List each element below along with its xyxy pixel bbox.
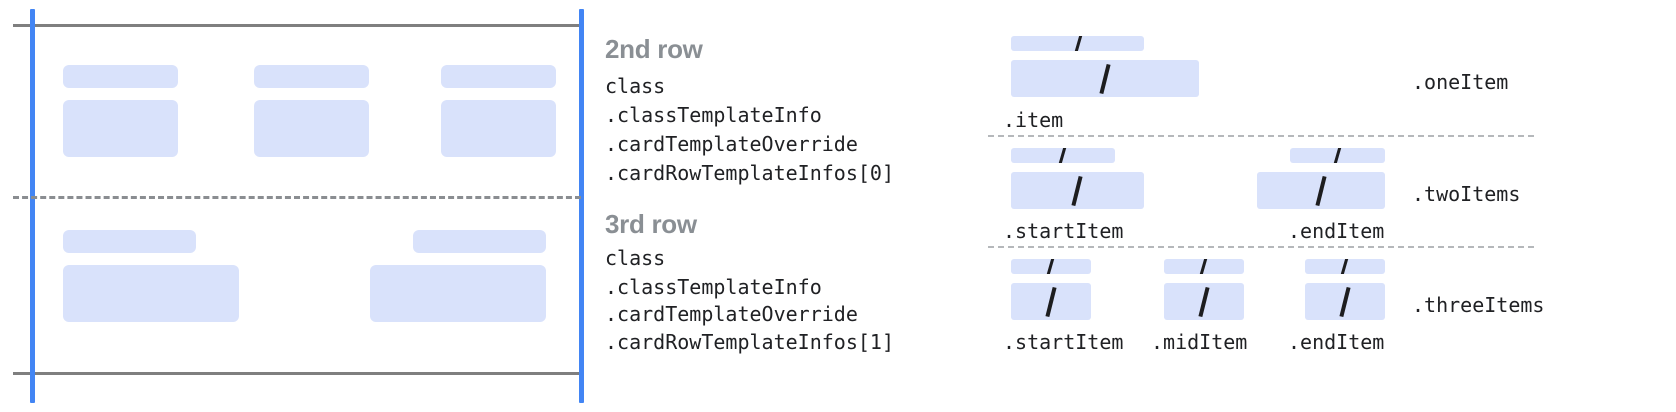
row-2-line-3: .cardRowTemplateInfos[0] <box>605 161 894 185</box>
row3-item1-title-placeholder <box>63 230 196 253</box>
row-3-heading: 3rd row <box>605 209 697 239</box>
row2-item1-title-placeholder <box>63 65 178 88</box>
variant-divider-2 <box>988 246 1534 248</box>
slash-mark-icon <box>1045 286 1057 318</box>
slash-mark-icon <box>1074 36 1083 51</box>
slash-mark-icon <box>1199 259 1208 274</box>
slash-mark-icon <box>1333 148 1342 163</box>
two-items-start-body-placeholder <box>1011 172 1144 209</box>
two-items-variant-label: .twoItems <box>1412 182 1521 206</box>
one-item-variant-label: .oneItem <box>1412 70 1509 94</box>
variant-divider-1 <box>988 135 1534 137</box>
row3-item2-title-placeholder <box>413 230 546 253</box>
slash-mark-icon <box>1340 259 1349 274</box>
slash-mark-icon <box>1046 259 1055 274</box>
two-items-end-body-placeholder <box>1257 172 1385 209</box>
row2-item1-body-placeholder <box>63 100 178 157</box>
slash-mark-icon <box>1058 148 1067 163</box>
row2-item2-body-placeholder <box>254 100 369 157</box>
three-items-start-slot-label: .startItem <box>1003 330 1124 354</box>
row-3-line-3: .cardRowTemplateInfos[1] <box>605 330 894 354</box>
one-item-body-placeholder <box>1011 60 1199 97</box>
three-items-end-title-placeholder <box>1305 259 1385 274</box>
row-3-line-1: .classTemplateInfo <box>605 275 822 299</box>
three-items-mid-title-placeholder <box>1164 259 1244 274</box>
slash-mark-icon <box>1099 63 1111 95</box>
row2-item2-title-placeholder <box>254 65 369 88</box>
two-items-end-slot-label: .endItem <box>1288 219 1385 243</box>
two-items-start-title-placeholder <box>1011 148 1115 163</box>
three-items-variant-label: .threeItems <box>1412 293 1545 317</box>
three-items-start-title-placeholder <box>1011 259 1091 274</box>
slash-mark-icon <box>1315 175 1327 207</box>
row-2-heading: 2nd row <box>605 34 703 64</box>
three-items-start-body-placeholder <box>1011 283 1091 320</box>
three-items-mid-slot-label: .midItem <box>1151 330 1248 354</box>
slash-mark-icon <box>1071 175 1083 207</box>
card-top-rule <box>13 24 581 27</box>
card-right-guide <box>579 9 584 403</box>
three-items-mid-body-placeholder <box>1164 283 1244 320</box>
slash-mark-icon <box>1198 286 1210 318</box>
row-2-line-0: class <box>605 74 666 98</box>
row-2-line-1: .classTemplateInfo <box>605 103 822 127</box>
row2-item3-body-placeholder <box>441 100 556 157</box>
one-item-title-placeholder <box>1011 36 1144 51</box>
row3-item2-body-placeholder <box>370 265 546 322</box>
card-bottom-rule <box>13 372 581 375</box>
row3-item1-body-placeholder <box>63 265 239 322</box>
one-item-slot-label: .item <box>1003 108 1064 132</box>
row-3-line-2: .cardTemplateOverride <box>605 302 858 326</box>
row-2-line-2: .cardTemplateOverride <box>605 132 858 156</box>
three-items-end-body-placeholder <box>1305 283 1385 320</box>
card-row-divider <box>13 196 581 199</box>
slash-mark-icon <box>1339 286 1351 318</box>
row2-item3-title-placeholder <box>441 65 556 88</box>
three-items-end-slot-label: .endItem <box>1288 330 1385 354</box>
two-items-end-title-placeholder <box>1290 148 1385 163</box>
two-items-start-slot-label: .startItem <box>1003 219 1124 243</box>
card-left-guide <box>30 9 35 403</box>
row-3-line-0: class <box>605 246 666 270</box>
